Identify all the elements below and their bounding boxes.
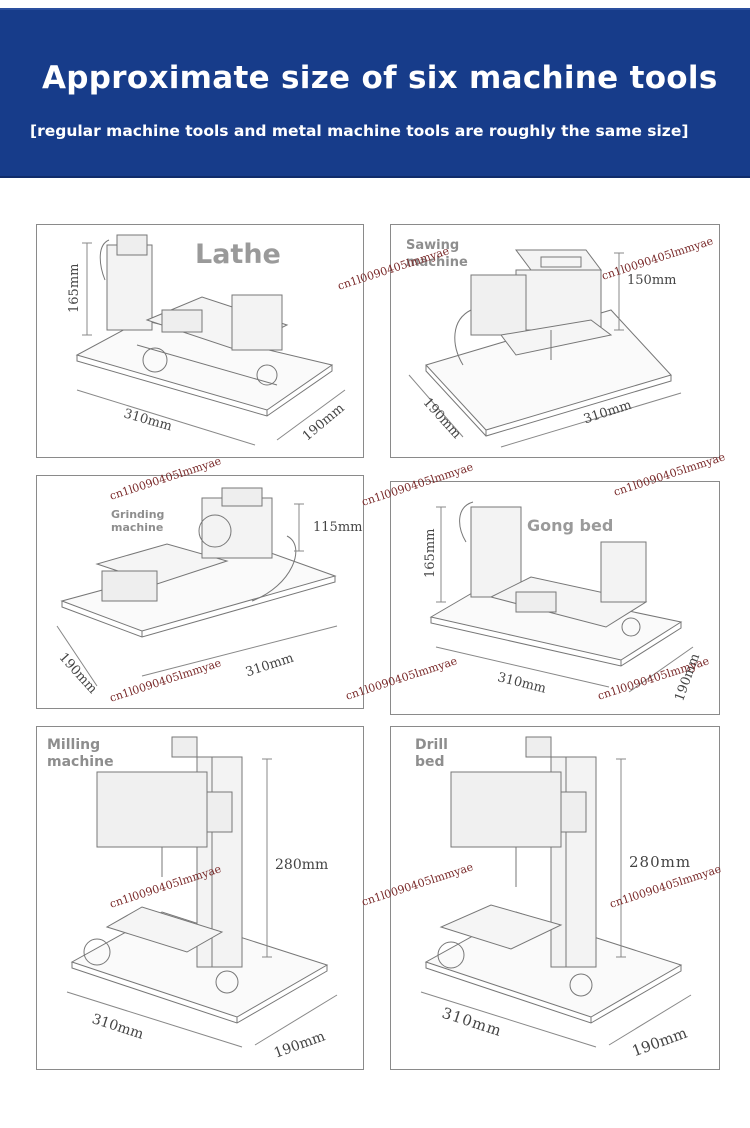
label-grinding: Grinding machine — [111, 508, 164, 534]
label-milling-line1: Milling — [47, 737, 101, 753]
banner-title: Approximate size of six machine tools — [42, 60, 718, 96]
banner-subtitle: [regular machine tools and metal machine… — [30, 122, 689, 140]
label-gong-bed: Gong bed — [527, 516, 614, 535]
label-sawing: Sawing machine — [406, 237, 468, 271]
lathe-illustration — [75, 234, 346, 446]
dim-height: 280mm — [629, 853, 692, 871]
sawing-illustration — [408, 249, 682, 448]
panel-milling: Milling machine 280mm 310mm 190mm — [36, 726, 364, 1070]
panel-grinding: Grinding machine 115mm 310mm 190mm — [36, 475, 364, 709]
label-grinding-line1: Grinding — [111, 508, 165, 521]
panel-sawing: Sawing machine 150mm 310mm 190mm — [390, 224, 720, 458]
panel-lathe: Lathe 165mm 310mm 190mm — [36, 224, 364, 458]
label-sawing-line1: Sawing — [406, 238, 460, 253]
dim-height: 165mm — [423, 528, 438, 578]
dim-height: 115mm — [313, 520, 363, 535]
gong-bed-illustration — [429, 501, 694, 693]
grinding-illustration — [56, 487, 338, 687]
drill-bed-illustration — [420, 736, 692, 1048]
dim-height: 150mm — [627, 273, 677, 288]
label-milling-line2: machine — [47, 754, 114, 770]
label-grinding-line2: machine — [111, 521, 164, 534]
panel-drill-bed: Drill bed 280mm 310mm 190mm — [390, 726, 720, 1070]
label-sawing-line2: machine — [406, 255, 468, 270]
dim-height: 165mm — [67, 263, 82, 313]
panel-gong-bed: Gong bed 165mm 310mm 190mm — [390, 481, 720, 715]
label-lathe: Lathe — [195, 239, 281, 270]
header-banner: Approximate size of six machine tools [r… — [0, 8, 750, 178]
label-drill-line1: Drill — [415, 737, 448, 753]
label-drill-line2: bed — [415, 754, 445, 770]
label-milling: Milling machine — [47, 737, 114, 771]
milling-illustration — [66, 736, 338, 1048]
dim-height: 280mm — [275, 857, 329, 873]
label-drill-bed: Drill bed — [415, 737, 448, 771]
